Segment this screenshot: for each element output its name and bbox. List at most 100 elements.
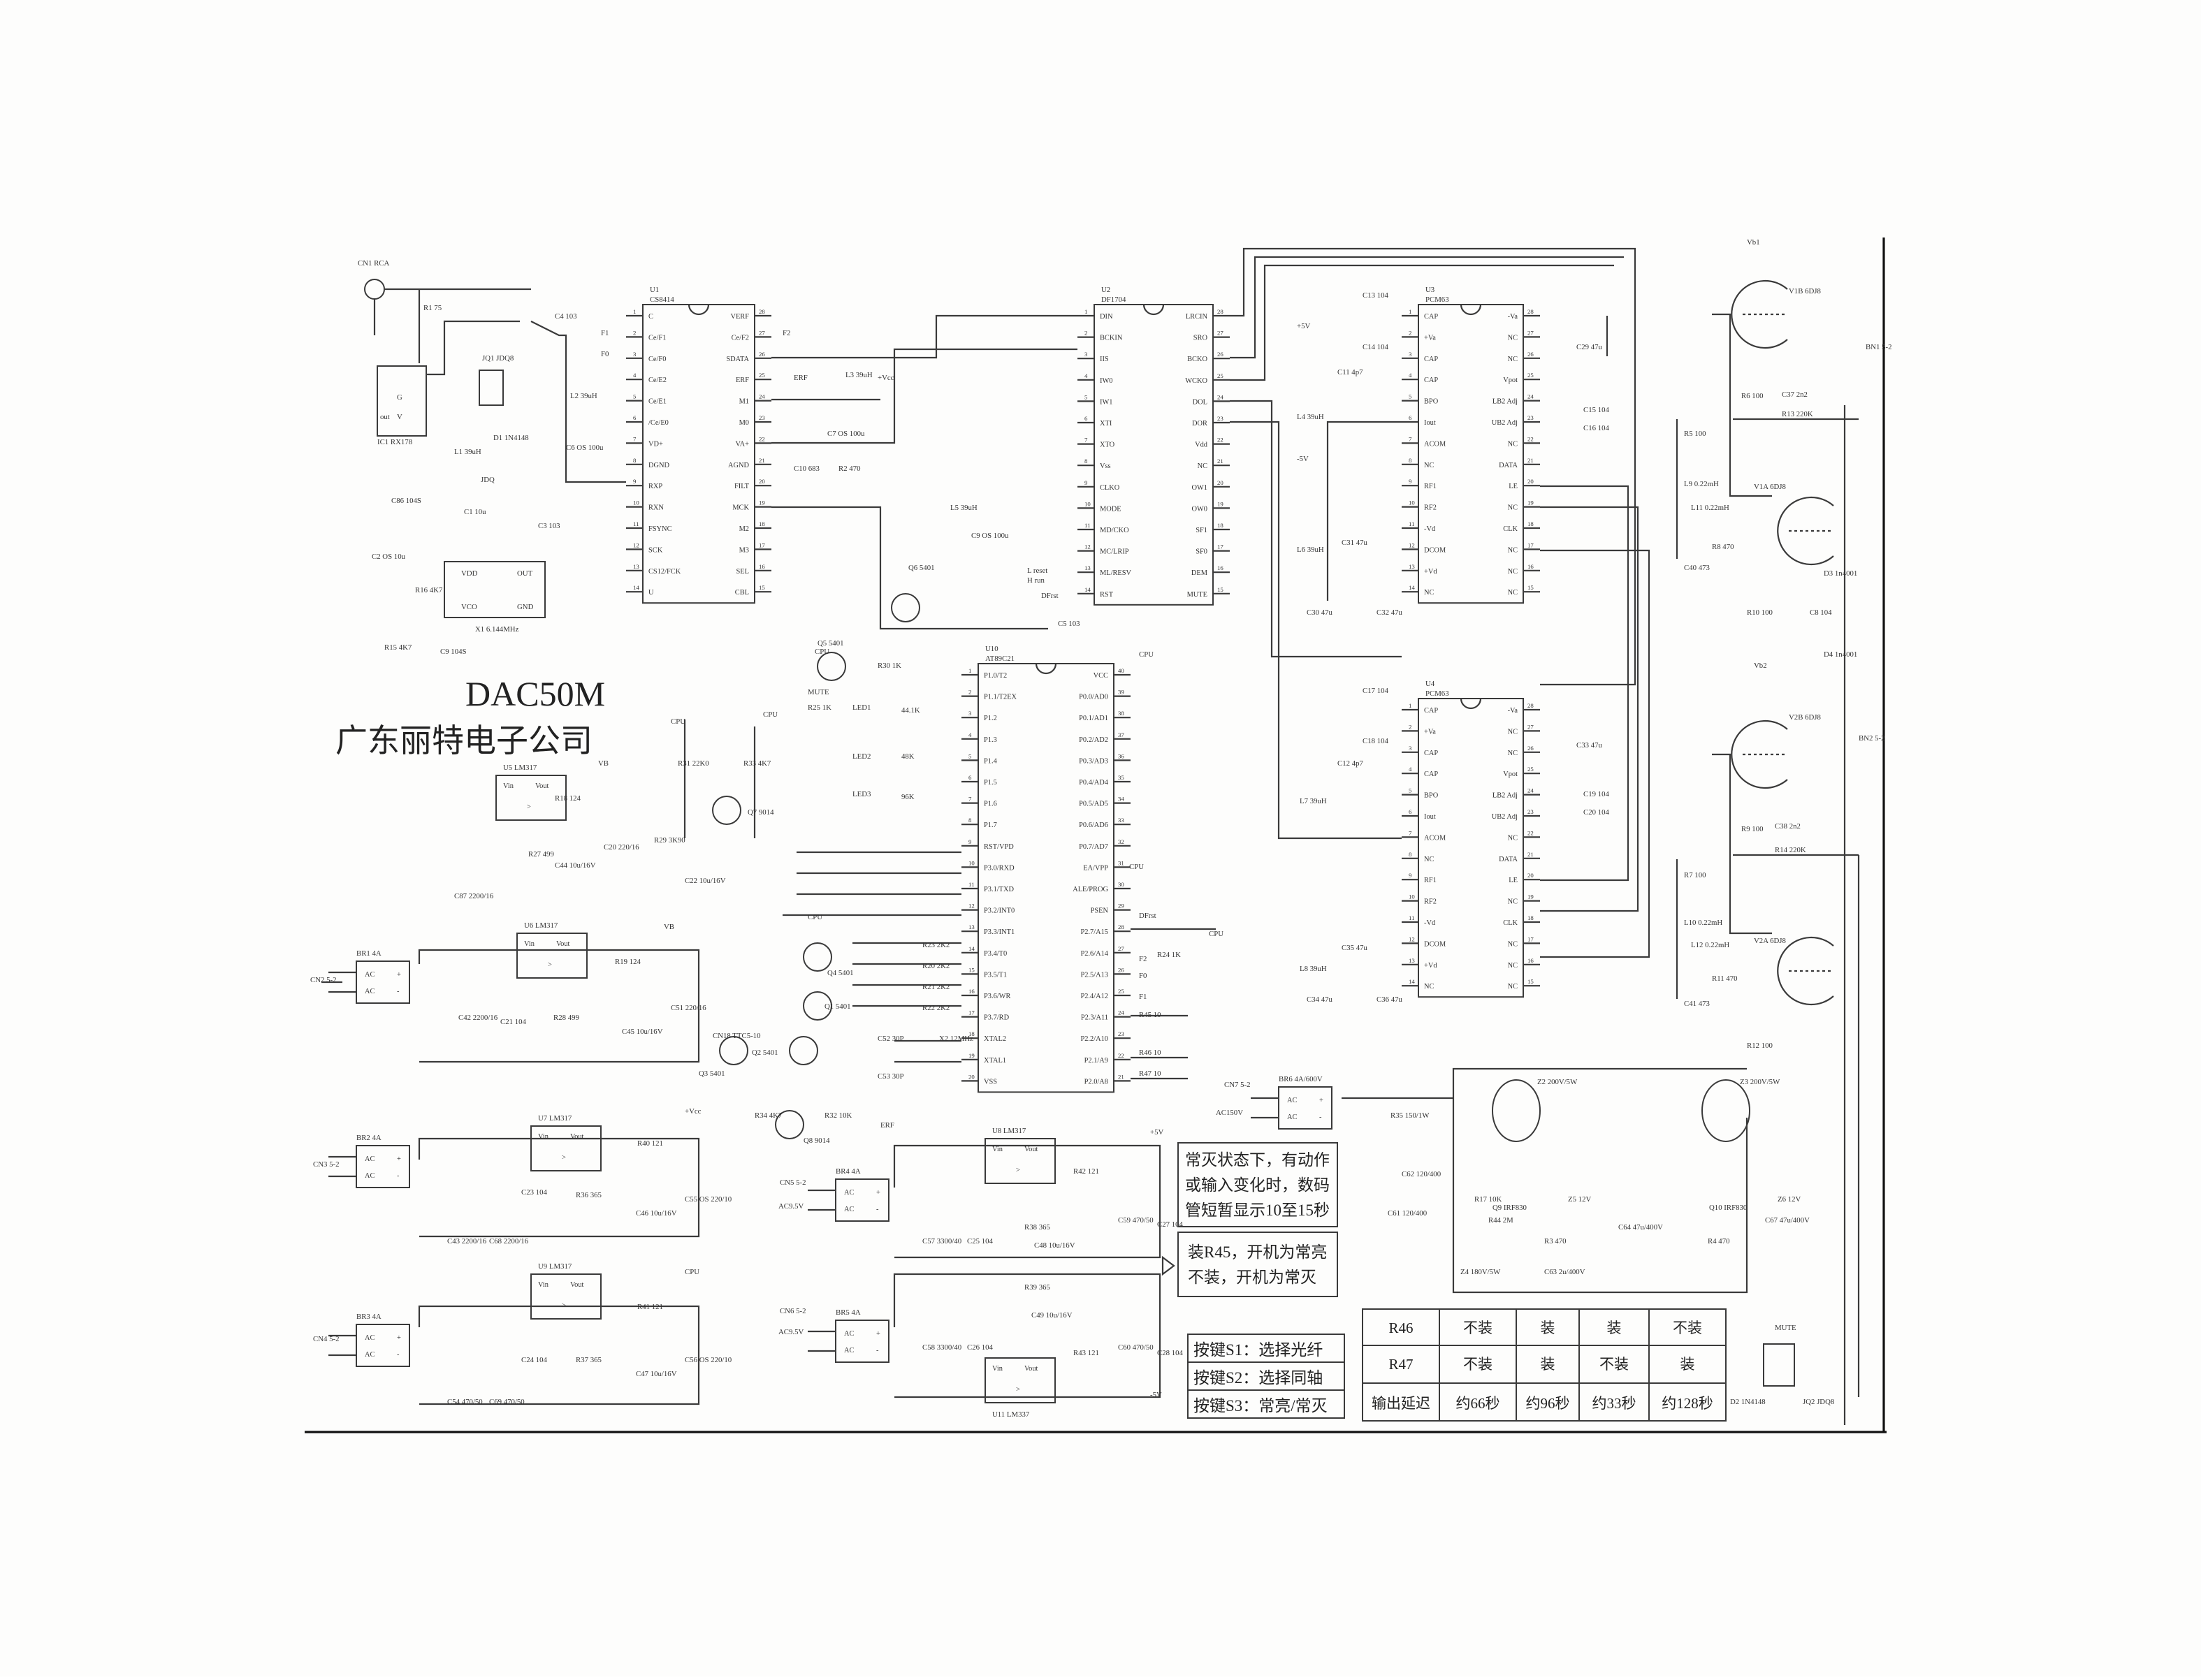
pin-number: 27 xyxy=(1527,723,1534,730)
pin-name: P1.5 xyxy=(984,779,997,787)
bridge-plus-pin: + xyxy=(876,1330,880,1338)
pin-name: CS12/FCK xyxy=(648,568,681,576)
note-line: 或输入变化时，数码 xyxy=(1185,1176,1330,1194)
component-label: L1 39uH xyxy=(454,448,481,456)
pin-number: 23 xyxy=(1118,1030,1124,1037)
bridge-ac-pin: AC xyxy=(844,1347,855,1354)
pin-name: XTAL1 xyxy=(984,1057,1006,1065)
pin-number: 32 xyxy=(1118,838,1124,845)
component-label: 44.1K xyxy=(901,706,920,715)
component-label: C35 47u xyxy=(1342,944,1367,952)
pin-number: 2 xyxy=(1409,723,1411,730)
component-label: R41 121 xyxy=(637,1303,663,1311)
pin-name: Iout xyxy=(1424,419,1436,427)
component-label: CN2 5-2 xyxy=(310,976,337,984)
pin-name: RF2 xyxy=(1424,898,1437,906)
pin-name: IW0 xyxy=(1100,377,1112,385)
component-label: LED2 xyxy=(852,752,871,761)
component-label: C38 2n2 xyxy=(1775,822,1801,831)
mosfet-icon xyxy=(1701,1079,1750,1142)
component-label: R17 10K xyxy=(1474,1195,1502,1204)
pin-name: VD+ xyxy=(648,440,663,448)
component-label: F2 xyxy=(1139,955,1147,963)
pin-number: 11 xyxy=(1409,520,1414,527)
component-label: G xyxy=(397,393,402,402)
pin-name: OW0 xyxy=(1191,505,1207,513)
pin-number: 30 xyxy=(1118,881,1124,888)
pin-number: 20 xyxy=(1527,478,1534,485)
pin-number: 3 xyxy=(1409,351,1412,358)
table-cell: 约33秒 xyxy=(1592,1395,1636,1412)
pin-name: LB2 Adj xyxy=(1492,398,1518,406)
table-cell: 约66秒 xyxy=(1456,1395,1500,1412)
component-label: L8 39uH xyxy=(1300,965,1327,973)
pin-name: M2 xyxy=(739,525,749,533)
pin-name: LE xyxy=(1509,483,1518,490)
reg-vin: Vin xyxy=(503,782,514,790)
pin-name: DATA xyxy=(1499,462,1518,469)
pin-name: P3.4/T0 xyxy=(984,950,1007,958)
component-label: C3 103 xyxy=(538,522,560,530)
pin-name: P0.1/AD1 xyxy=(1079,715,1108,722)
component-label: F1 xyxy=(601,329,609,337)
pin-name: NC xyxy=(1508,983,1518,991)
component-label: C2 OS 10u xyxy=(372,553,406,561)
pin-name: DATA xyxy=(1499,856,1518,863)
component-label: Q4 5401 xyxy=(827,969,854,977)
ic1-receiver xyxy=(377,365,427,437)
component-label: C86 104S xyxy=(391,497,421,505)
pin-number: 5 xyxy=(633,393,637,400)
pin-name: XTAL2 xyxy=(984,1035,1006,1043)
component-label: Q2 5401 xyxy=(752,1049,778,1057)
pin-name: +Vd xyxy=(1424,568,1437,576)
bridge-minus-pin: - xyxy=(876,1206,879,1213)
reg-adj: > xyxy=(562,1154,566,1162)
vacuum-tube-icon xyxy=(1731,279,1788,349)
pin-number: 10 xyxy=(1084,500,1091,507)
reg-vout: Vout xyxy=(556,940,570,948)
chip-ref: U3 xyxy=(1425,286,1434,294)
component-label: C23 104 xyxy=(521,1188,547,1197)
bridge-ac-pin: AC xyxy=(365,1351,375,1359)
bridge-minus-pin: - xyxy=(1319,1113,1322,1121)
component-label: C20 220/16 xyxy=(604,843,639,852)
pin-name: P2.4/A12 xyxy=(1080,993,1108,1000)
wire xyxy=(683,720,961,1063)
transistor-icon xyxy=(803,942,832,972)
component-label: C18 104 xyxy=(1363,737,1388,745)
component-label: CPU xyxy=(1209,930,1223,938)
pin-name: C xyxy=(648,313,653,321)
pin-number: 22 xyxy=(1217,437,1223,444)
pin-name: P0.2/AD2 xyxy=(1079,736,1108,744)
pin-name: ACOM xyxy=(1424,834,1446,842)
table-row-header: 输出延迟 xyxy=(1372,1395,1430,1412)
component-label: R29 3K90 xyxy=(654,836,685,845)
pin-name: P0.4/AD4 xyxy=(1079,779,1109,787)
component-label: C17 104 xyxy=(1363,687,1388,695)
component-label: +5V xyxy=(1150,1128,1163,1137)
component-label: C21 104 xyxy=(500,1018,526,1026)
component-label: C67 47u/400V xyxy=(1765,1216,1810,1225)
component-label: R34 4K7 xyxy=(755,1111,783,1120)
relay-jq2 xyxy=(1763,1343,1795,1387)
pin-number: 16 xyxy=(1527,563,1534,570)
component-label: D3 1n4001 xyxy=(1824,569,1857,578)
pin-number: 7 xyxy=(1084,437,1088,444)
component-label: VDD xyxy=(461,569,478,578)
component-label: R20 2K2 xyxy=(922,962,950,970)
pin-number: 1 xyxy=(1084,308,1087,315)
table-cell: 不装 xyxy=(1673,1320,1702,1336)
pin-number: 25 xyxy=(1527,766,1534,773)
key-s2-label: 按键S2：选择同轴 xyxy=(1193,1369,1323,1387)
component-label: R14 220K xyxy=(1775,846,1806,854)
pin-name: LB2 Adj xyxy=(1492,792,1518,800)
chip-u1: U1CS84141C2Ce/F13Ce/F04Ce/E25Ce/E16/Ce/E… xyxy=(626,286,771,604)
component-label: Vb1 xyxy=(1747,238,1760,247)
pin-number: 22 xyxy=(1118,1052,1124,1059)
transistor-icon xyxy=(789,1036,818,1065)
pin-name: NC xyxy=(1508,568,1518,576)
